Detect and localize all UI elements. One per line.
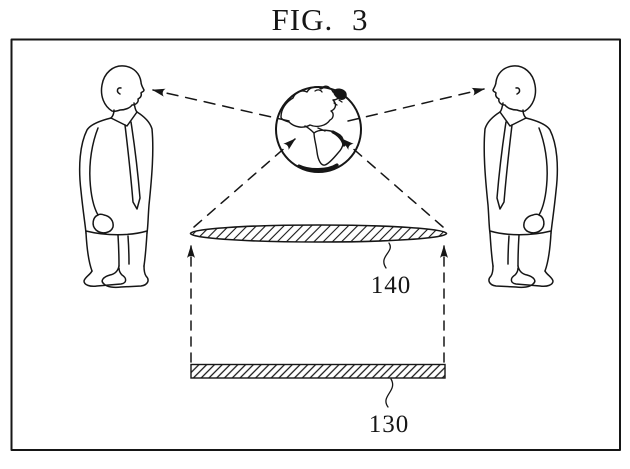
projection-line-right <box>341 138 444 228</box>
viewer-right-figure <box>483 65 559 289</box>
viewer-left-figure <box>78 65 154 289</box>
earth-globe-icon <box>275 85 362 173</box>
lens-label: 140 <box>371 272 412 299</box>
globe-arctic-islands <box>314 85 343 106</box>
display-panel <box>190 363 446 379</box>
gaze-arrow-right <box>347 87 485 122</box>
lens-ellipse <box>189 224 448 243</box>
figure-border <box>10 38 621 451</box>
globe-bottom-shade <box>297 163 339 172</box>
projection-line-left <box>193 138 296 228</box>
display-leader-line <box>385 378 394 408</box>
globe-greenland <box>333 88 347 100</box>
display-label: 130 <box>369 411 410 438</box>
globe-north-america <box>280 86 341 128</box>
figure-title: FIG. 3 <box>272 2 369 37</box>
gaze-arrow-left <box>152 88 290 122</box>
lens-leader-line <box>383 242 391 269</box>
